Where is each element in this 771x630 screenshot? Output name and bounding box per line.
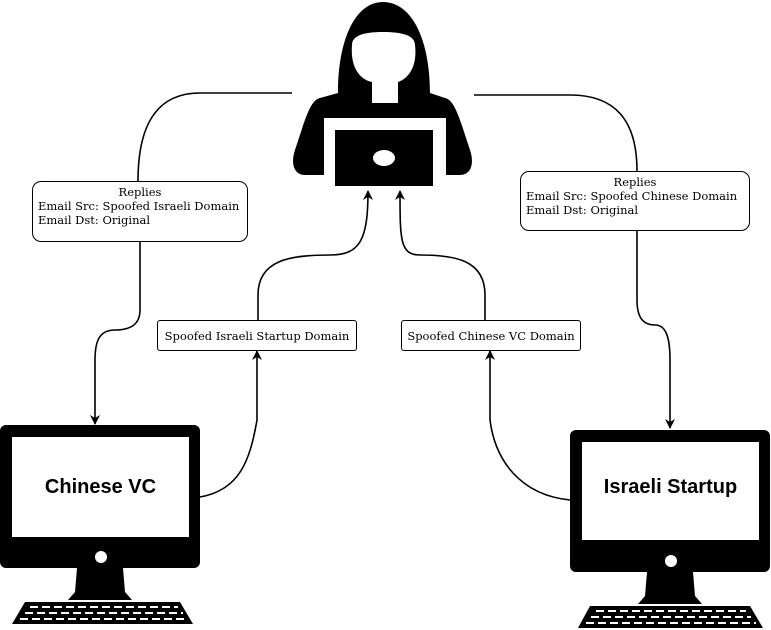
spoofed-startup-domain-label: Spoofed Israeli Startup Domain	[157, 320, 357, 351]
edge-spoofed-startup-to-attacker	[257, 190, 373, 320]
reply-box-right: Replies Email Src: Spoofed Chinese Domai…	[520, 171, 750, 231]
edge-reply-to-chinese-vc	[90, 242, 141, 425]
reply-title: Replies	[613, 175, 657, 189]
desktop-computer-icon	[0, 425, 200, 624]
hacker-icon	[293, 2, 472, 188]
edge-attacker-to-spoofed-vc	[395, 190, 486, 320]
edge-vc-to-spoofed-startup	[199, 350, 262, 498]
reply-dst: Email Dst: Original	[526, 203, 639, 217]
desktop-computer-icon	[570, 430, 770, 628]
edge-reply-to-israeli-startup	[636, 231, 675, 429]
reply-src: Email Src: Spoofed Chinese Domain	[526, 189, 738, 203]
chinese-vc-label: Chinese VC	[44, 475, 157, 498]
israeli-startup-label: Israeli Startup	[603, 475, 738, 498]
reply-box-left: Replies Email Src: Spoofed Israeli Domai…	[32, 181, 248, 242]
spoofed-vc-domain-label: Spoofed Chinese VC Domain	[401, 320, 581, 351]
edge-attacker-to-reply-box-left	[137, 92, 292, 182]
reply-dst: Email Dst: Original	[38, 213, 151, 227]
reply-title: Replies	[118, 185, 162, 199]
reply-src: Email Src: Spoofed Israeli Domain	[38, 199, 240, 213]
edge-startup-to-spoofed-vc	[485, 350, 571, 501]
edge-attacker-to-reply-box-right	[474, 94, 638, 172]
